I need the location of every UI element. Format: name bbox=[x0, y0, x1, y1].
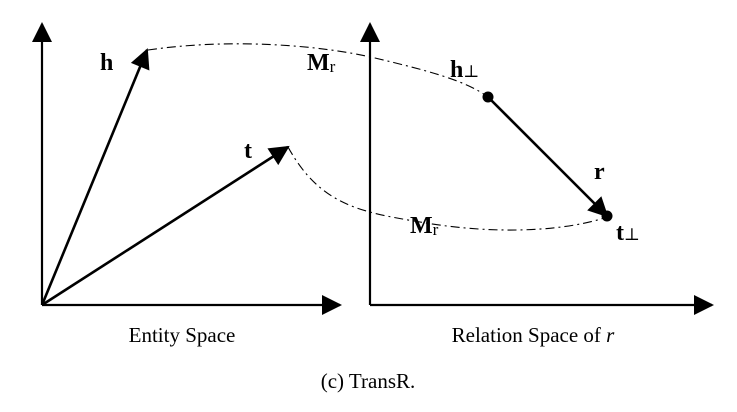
matrix-base-bottom: M bbox=[410, 213, 433, 239]
relation-space-axes bbox=[360, 22, 714, 315]
mapping-label-bottom: Mr bbox=[410, 213, 439, 239]
tail-projection-label: t⊥ bbox=[616, 220, 640, 246]
head-projection-label: h⊥ bbox=[450, 57, 479, 83]
entity-space-axes bbox=[32, 22, 342, 315]
head-proj-base: h bbox=[450, 57, 463, 83]
matrix-sub-top: r bbox=[330, 57, 336, 76]
tail-projection-point bbox=[601, 210, 613, 222]
tail-proj-base: t bbox=[616, 220, 624, 246]
relation-caption-prefix: Relation Space of bbox=[452, 323, 607, 347]
tail-vector bbox=[41, 145, 290, 307]
matrix-base-top: M bbox=[307, 50, 330, 76]
matrix-sub-bottom: r bbox=[433, 220, 439, 239]
head-projection-point bbox=[482, 91, 494, 103]
entity-space-caption: Entity Space bbox=[129, 323, 236, 347]
tail-mapping-curve bbox=[287, 146, 608, 231]
tail-label: t bbox=[244, 138, 252, 164]
head-perp-symbol: ⊥ bbox=[463, 62, 479, 81]
head-vector bbox=[40, 48, 150, 306]
head-label: h bbox=[100, 50, 113, 76]
figure-caption: (c) TransR. bbox=[321, 369, 416, 393]
tail-perp-symbol: ⊥ bbox=[624, 225, 640, 244]
relation-label: r bbox=[594, 159, 605, 185]
relation-vector bbox=[487, 96, 609, 218]
head-mapping-curve bbox=[147, 43, 489, 98]
relation-caption-var: r bbox=[606, 323, 615, 347]
mapping-label-top: Mr bbox=[307, 50, 336, 76]
relation-space-caption: Relation Space of r bbox=[452, 323, 616, 347]
